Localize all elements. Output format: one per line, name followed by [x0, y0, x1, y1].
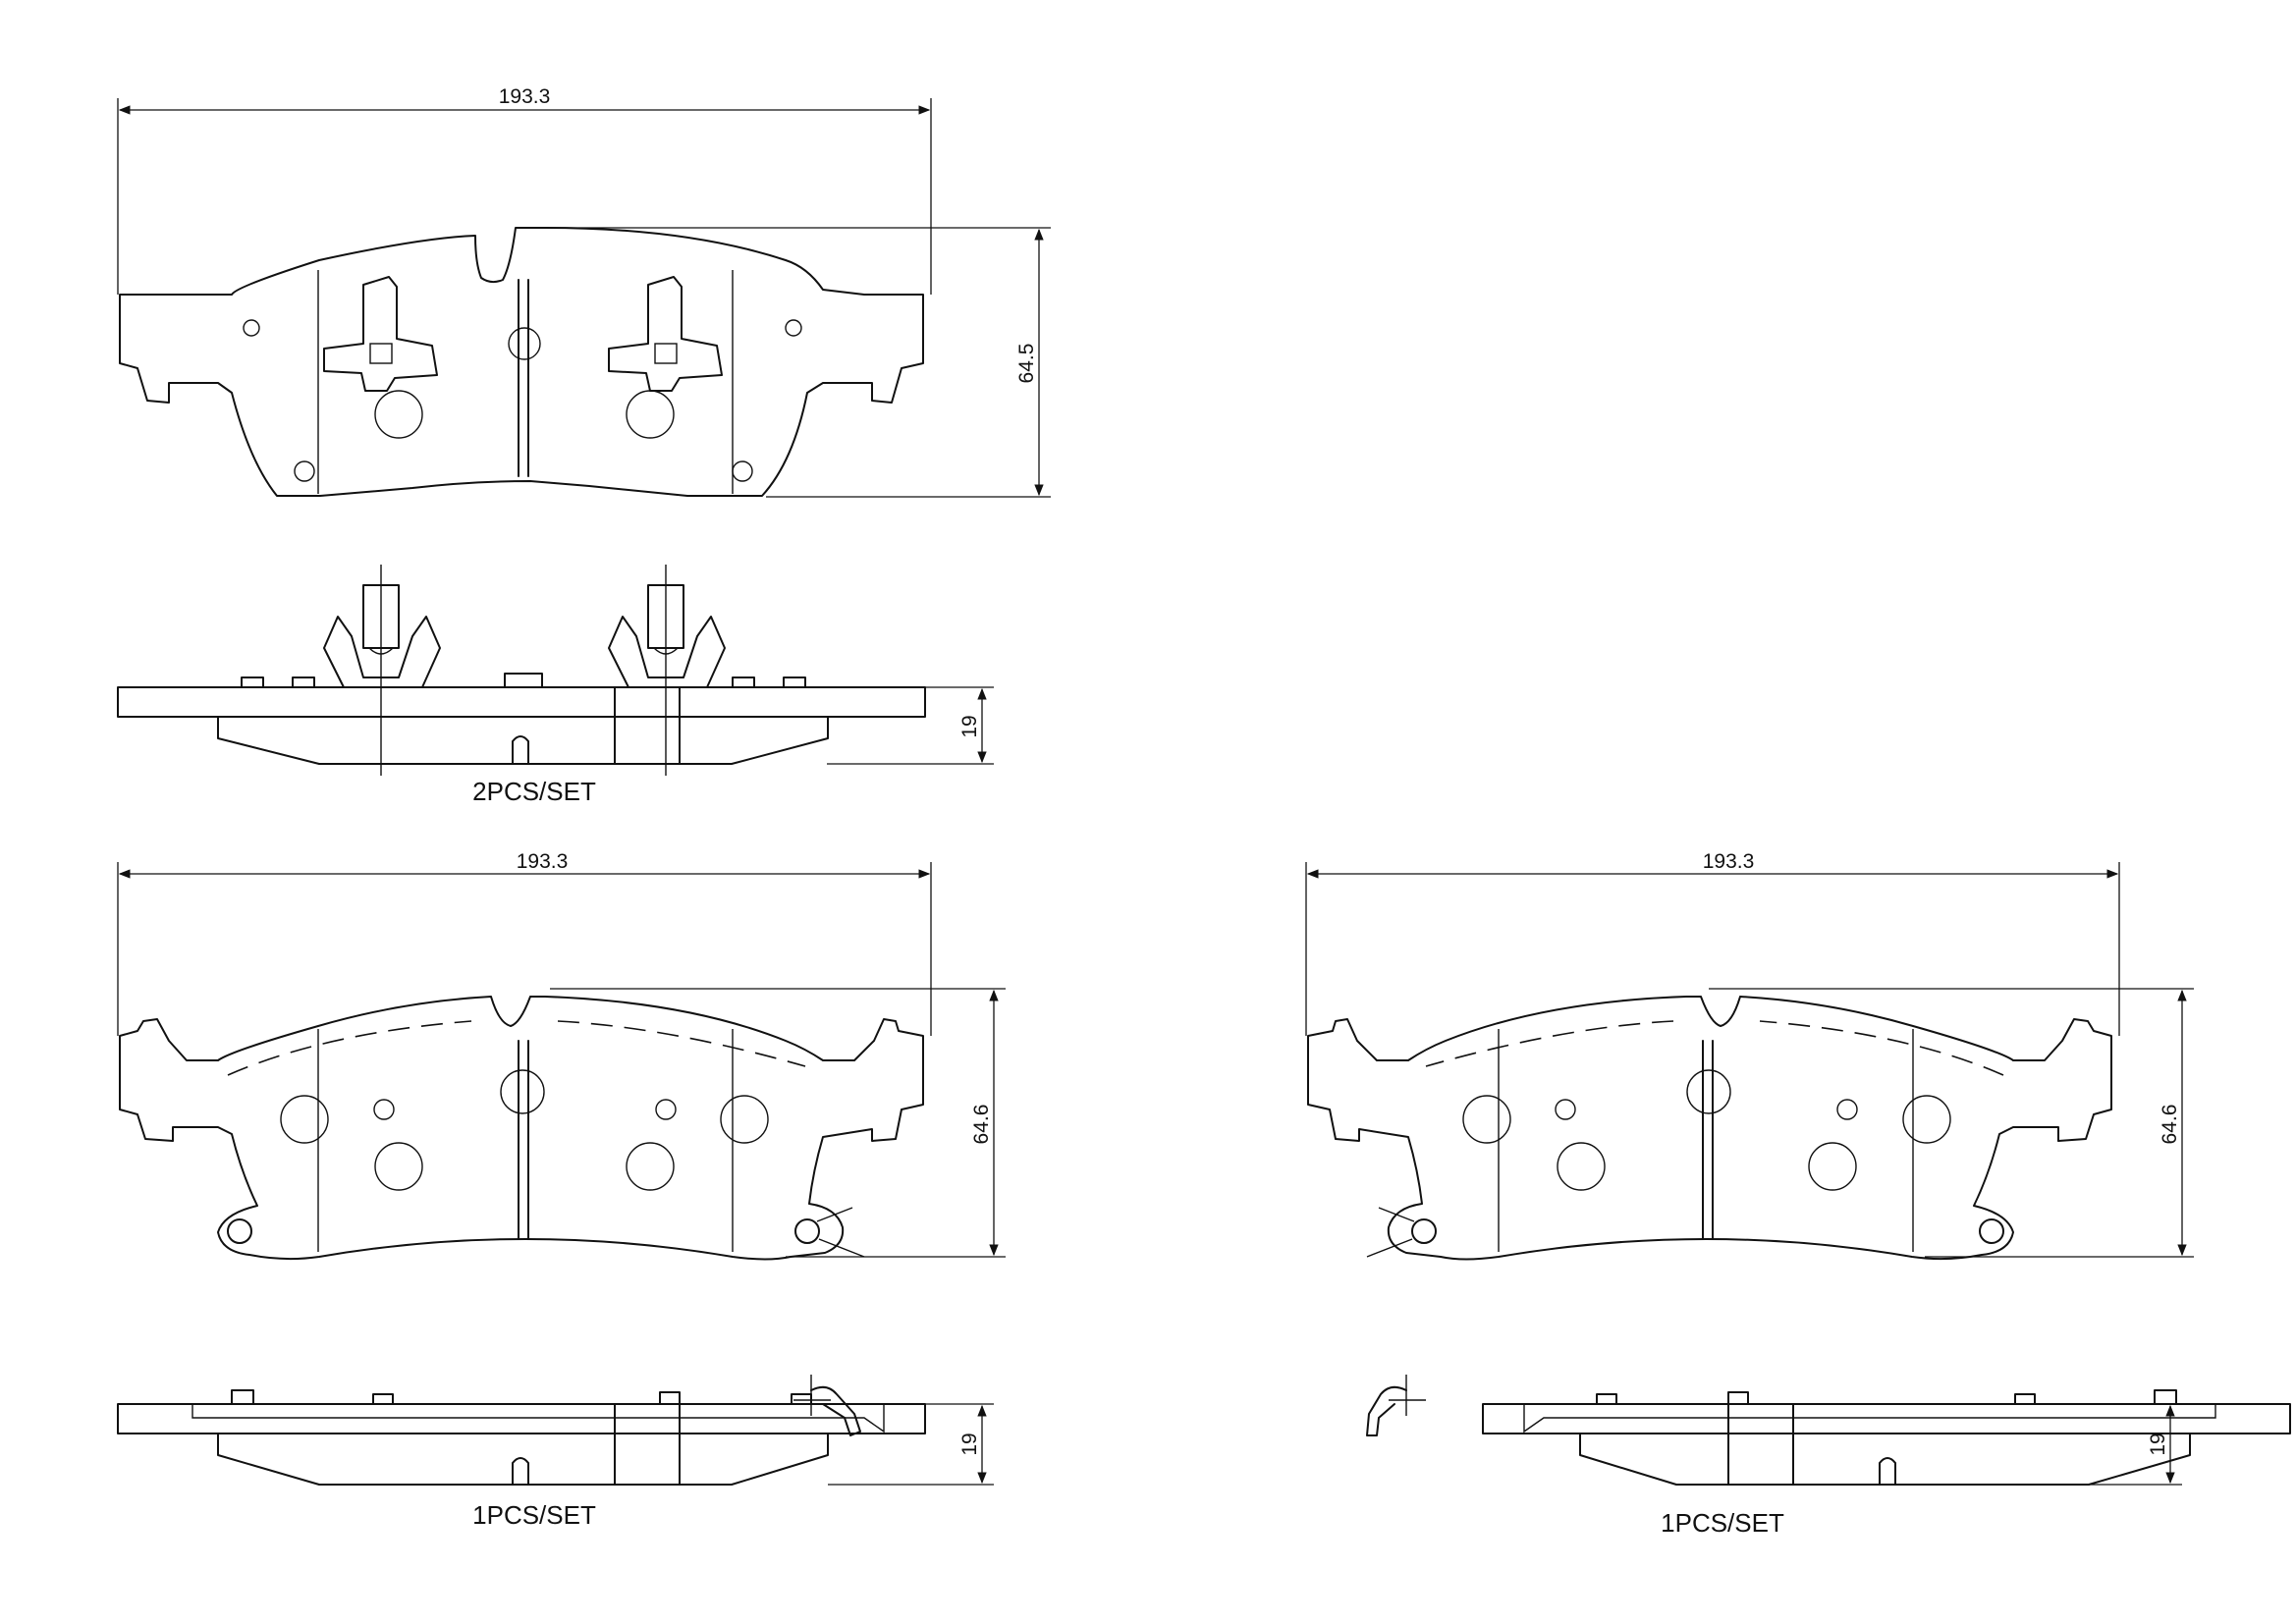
bottom-left-pad-quantity-label: 1PCS/SET [472, 1500, 596, 1530]
bottom-right-pad-height-label: 64.6 [2159, 1105, 2181, 1145]
bottom-right-pad-thickness-label: 19 [2147, 1433, 2169, 1455]
top-pad-side-view: 19 2PCS/SET [117, 565, 994, 806]
top-pad-width-label: 193.3 [499, 85, 551, 108]
top-pad-thickness-label: 19 [958, 715, 981, 737]
bottom-right-pad-quantity-label: 1PCS/SET [1661, 1508, 1784, 1538]
bottom-left-pad-side-view: 19 1PCS/SET [117, 1375, 994, 1530]
bottom-left-pad-height-label: 64.6 [970, 1105, 993, 1145]
top-pad-height-label: 64.5 [1015, 344, 1038, 384]
top-pad-quantity-label: 2PCS/SET [472, 777, 596, 806]
bottom-left-pad-front-view: 193.3 64.6 [117, 850, 1006, 1261]
bottom-right-pad-side-view: 19 1PCS/SET [1366, 1375, 2291, 1538]
bottom-right-pad-width-label: 193.3 [1703, 850, 1755, 873]
bottom-left-pad-width-label: 193.3 [517, 850, 569, 873]
bottom-right-pad-front-view: 193.3 64.6 [1305, 850, 2194, 1261]
bottom-left-pad-thickness-label: 19 [958, 1433, 981, 1455]
top-pad-front-view: 193.3 64.5 [117, 85, 1051, 498]
